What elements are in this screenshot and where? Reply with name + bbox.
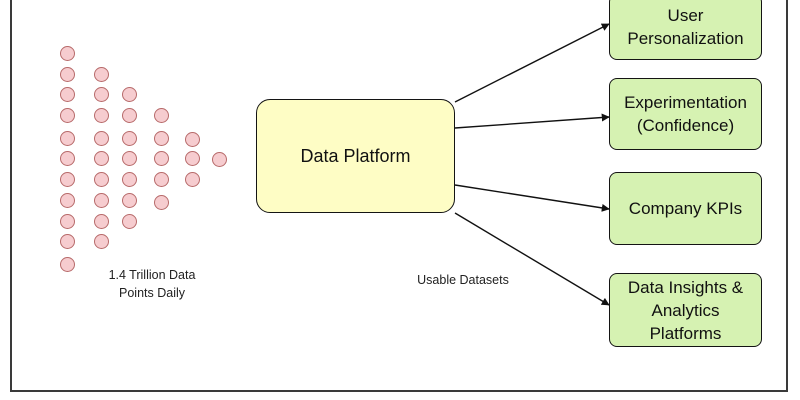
source-caption: 1.4 Trillion Data Points Daily — [108, 268, 196, 300]
arrow-to-company-kpis — [454, 184, 610, 212]
data-point-dot — [94, 172, 109, 187]
data-point-dot — [185, 132, 200, 147]
data-point-dot — [60, 214, 75, 229]
data-point-dot — [122, 108, 137, 123]
data-point-dot — [94, 131, 109, 146]
data-point-dot — [212, 152, 227, 167]
arrow-to-experimentation — [454, 113, 610, 129]
arrow-to-data-insights — [454, 212, 610, 306]
data-point-dot — [60, 67, 75, 82]
data-platform-node: Data Platform — [256, 99, 455, 213]
data-point-dot — [185, 151, 200, 166]
data-point-dot — [154, 131, 169, 146]
data-point-dot — [154, 172, 169, 187]
data-point-dot — [154, 195, 169, 210]
data-point-dot — [122, 193, 137, 208]
data-point-dot — [122, 131, 137, 146]
data-point-dot — [60, 234, 75, 249]
edge-label-usable-datasets: Usable Datasets — [417, 273, 509, 287]
data-point-dot — [60, 172, 75, 187]
data-point-dot — [154, 108, 169, 123]
data-point-dot — [154, 151, 169, 166]
data-point-dot — [60, 87, 75, 102]
data-point-dot — [122, 87, 137, 102]
data-point-dot — [94, 151, 109, 166]
data-point-dot — [60, 46, 75, 61]
data-point-dot — [122, 151, 137, 166]
data-point-dot — [94, 234, 109, 249]
data-point-dot — [60, 151, 75, 166]
data-point-dot — [94, 193, 109, 208]
target-company-kpis: Company KPIs — [609, 172, 762, 245]
data-point-dot — [94, 108, 109, 123]
diagram-frame — [10, 0, 788, 392]
data-point-dot — [122, 172, 137, 187]
data-point-dot — [60, 108, 75, 123]
target-user-personalization: User Personalization — [609, 0, 762, 60]
data-point-dot — [122, 214, 137, 229]
data-point-dot — [60, 193, 75, 208]
data-point-dot — [94, 67, 109, 82]
target-data-insights: Data Insights & Analytics Platforms — [609, 273, 762, 347]
target-experimentation: Experimentation (Confidence) — [609, 78, 762, 150]
arrow-to-user-personalization — [454, 23, 610, 103]
data-point-dot — [60, 257, 75, 272]
data-point-dot — [185, 172, 200, 187]
data-point-dot — [60, 131, 75, 146]
data-point-dot — [94, 87, 109, 102]
data-point-dot — [94, 214, 109, 229]
